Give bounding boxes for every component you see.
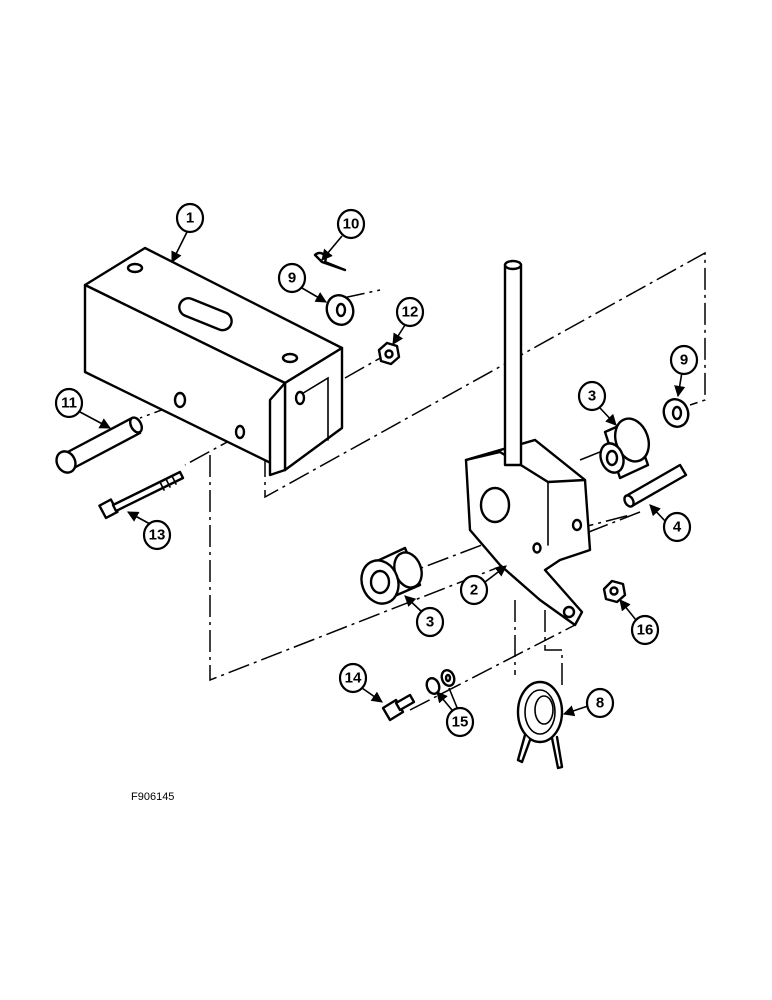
bracket-part-1 <box>83 246 344 477</box>
callout-15-label: 15 <box>452 714 469 731</box>
washer-part-9-right <box>662 398 690 428</box>
callout-16: 16 <box>619 599 660 646</box>
callout-11: 11 <box>54 387 111 429</box>
callout-13-label: 13 <box>149 527 166 544</box>
callout-14-label: 14 <box>345 670 362 687</box>
callout-11-label: 11 <box>61 395 77 412</box>
callout-3-upper: 3 <box>577 380 617 426</box>
callout-1: 1 <box>171 202 205 264</box>
callout-2: 2 <box>459 565 507 606</box>
lever-arm-part-2 <box>464 259 592 627</box>
washer-part-9-upper <box>325 294 355 326</box>
washers-part-15 <box>425 669 456 695</box>
nut-part-12 <box>377 341 401 366</box>
callout-8-label: 8 <box>596 695 604 712</box>
callout-10-label: 10 <box>343 216 360 233</box>
callout-16-label: 16 <box>637 622 654 639</box>
pin-part-11 <box>55 416 143 474</box>
callout-2-label: 2 <box>470 582 478 599</box>
bushing-part-3-upper <box>599 417 651 480</box>
figure-id: F906145 <box>131 791 174 803</box>
callout-9-upper: 9 <box>277 262 327 303</box>
callout-15: 15 <box>436 687 475 738</box>
callout-8: 8 <box>562 687 615 719</box>
callout-13: 13 <box>127 511 172 551</box>
callout-9-right: 9 <box>669 344 699 398</box>
callout-3-lower: 3 <box>404 595 445 638</box>
cotter-pin-part-10 <box>313 251 347 272</box>
callout-4-label: 4 <box>673 519 682 536</box>
lock-nut-part-16 <box>602 579 627 604</box>
callout-10: 10 <box>321 208 366 261</box>
callout-12: 12 <box>392 296 425 345</box>
callout-1-label: 1 <box>186 210 194 227</box>
callout-14: 14 <box>338 662 383 703</box>
torsion-spring-part-8 <box>516 680 564 770</box>
cap-screw-part-14 <box>381 693 416 722</box>
callout-12-label: 12 <box>402 304 419 321</box>
callout-4: 4 <box>649 504 692 543</box>
bolt-part-13 <box>98 470 185 520</box>
assembly-lines <box>139 251 706 711</box>
roll-pin-part-4 <box>623 463 688 508</box>
callout-9-right-label: 9 <box>680 352 688 369</box>
bushing-part-3-lower <box>360 546 423 605</box>
callout-3-lower-label: 3 <box>426 614 434 631</box>
callout-9-upper-label: 9 <box>288 270 296 287</box>
callout-3-upper-label: 3 <box>588 388 596 405</box>
